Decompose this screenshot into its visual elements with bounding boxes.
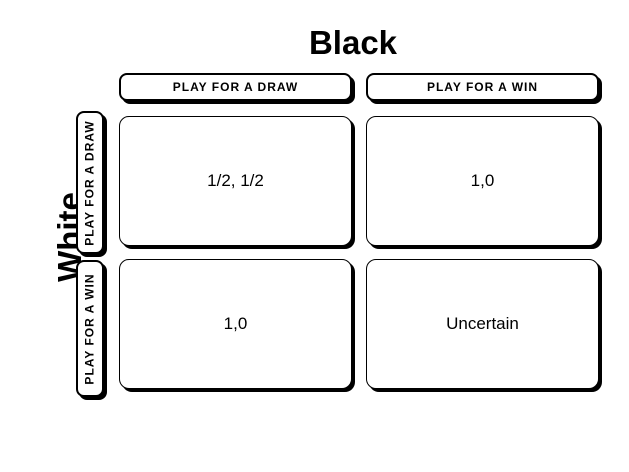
column-header-label: PLAY FOR A DRAW <box>172 80 299 94</box>
row-header-label: PLAY FOR A WIN <box>83 272 97 385</box>
payoff-cell-draw-win: 1,0 <box>366 116 599 246</box>
payoff-value: 1/2, 1/2 <box>207 171 264 190</box>
row-header-label: PLAY FOR A DRAW <box>83 119 97 246</box>
payoff-cell-win-draw: 1,0 <box>119 259 352 389</box>
payoff-cell-draw-draw: 1/2, 1/2 <box>119 116 352 246</box>
column-header-play-for-draw: PLAY FOR A DRAW <box>119 73 352 101</box>
payoff-value: 1,0 <box>470 171 495 190</box>
black-player-title: Black <box>308 24 398 61</box>
row-header-play-for-draw: PLAY FOR A DRAW <box>76 111 104 254</box>
column-header-label: PLAY FOR A WIN <box>426 80 539 94</box>
column-header-play-for-win: PLAY FOR A WIN <box>366 73 599 101</box>
payoff-value: Uncertain <box>446 314 519 333</box>
payoff-value: 1,0 <box>223 314 248 333</box>
payoff-cell-win-win: Uncertain <box>366 259 599 389</box>
row-header-play-for-win: PLAY FOR A WIN <box>76 260 104 397</box>
